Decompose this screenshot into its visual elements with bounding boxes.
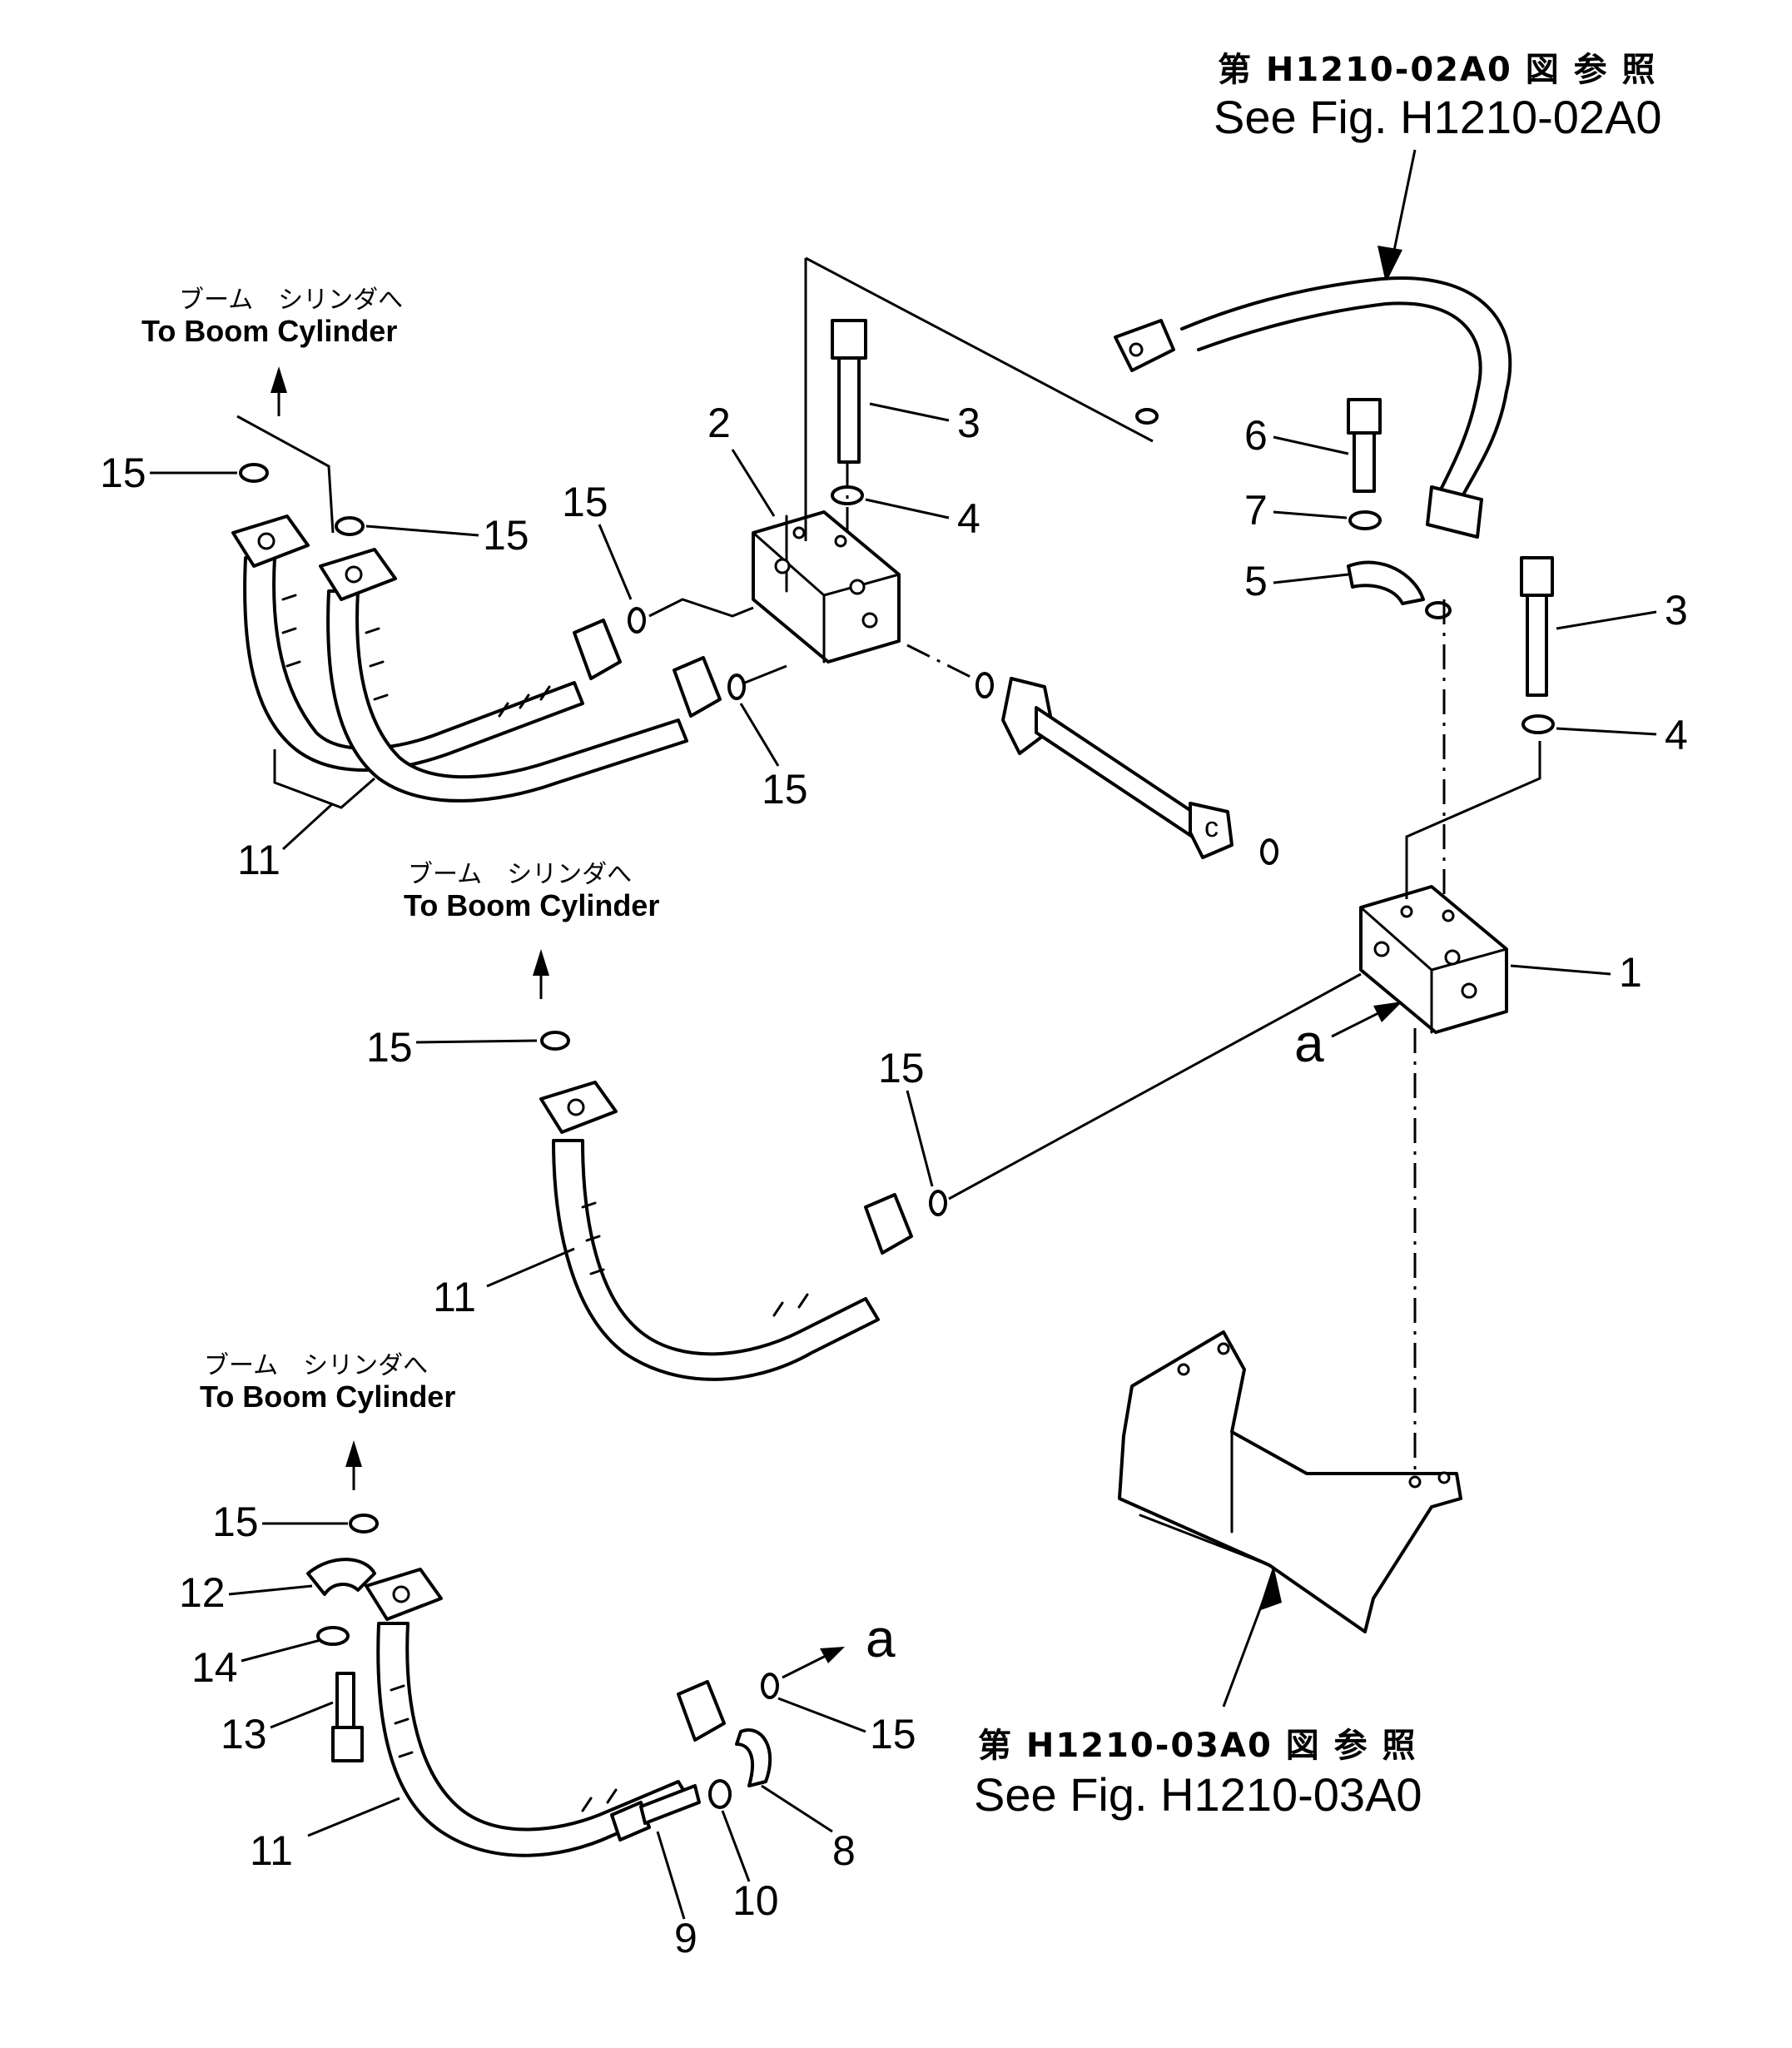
callout-15-c: 15 xyxy=(562,479,608,525)
marker-a-hose: a xyxy=(866,1608,896,1668)
callout-15-f: 15 xyxy=(878,1045,925,1091)
oring-15-c xyxy=(628,607,646,634)
cross-pipe: c xyxy=(1001,677,1234,859)
oring-top-pipe xyxy=(1425,601,1452,619)
dest-label-2-jp: ブーム シリンダへ xyxy=(408,860,632,889)
callout-11-middle: 11 xyxy=(433,1274,476,1320)
top-ref-arrowhead xyxy=(1378,246,1402,283)
oring-cross-a xyxy=(975,672,994,698)
bolt-3-right xyxy=(1520,556,1554,697)
top-ref-jp: 第 H1210-02A0 図 参 照 xyxy=(1218,51,1657,89)
clamp-8 xyxy=(735,1728,772,1787)
cover-bracket xyxy=(1118,1330,1462,1633)
oring-15-g xyxy=(349,1514,379,1534)
washer-10 xyxy=(708,1779,732,1809)
callout-3-upper: 3 xyxy=(957,400,980,446)
oring-15-h xyxy=(761,1673,779,1699)
dest-label-3-en: To Boom Cylinder xyxy=(200,1379,455,1414)
oring-15-a xyxy=(239,463,269,483)
callout-4-upper: 4 xyxy=(957,495,980,542)
callout-15-b: 15 xyxy=(483,512,529,559)
callout-11-lower: 11 xyxy=(250,1827,293,1874)
frame-pair-top xyxy=(236,415,335,534)
callout-15-g: 15 xyxy=(212,1499,259,1545)
clamp-12 xyxy=(306,1558,376,1596)
oring-15-d xyxy=(727,674,746,700)
callout-4-right: 4 xyxy=(1665,712,1688,758)
middle-to-block-line xyxy=(948,972,1362,1200)
dest-label-1-jp: ブーム シリンダへ xyxy=(179,286,403,315)
callout-15-h: 15 xyxy=(870,1711,916,1757)
dest-label-3-jp: ブーム シリンダへ xyxy=(204,1351,428,1380)
callout-5: 5 xyxy=(1244,558,1268,604)
callout-7: 7 xyxy=(1244,487,1268,534)
oring-15-b xyxy=(335,516,365,536)
hose-11-middle xyxy=(539,1081,913,1381)
callout-10: 10 xyxy=(732,1877,779,1924)
bolt-3-upper xyxy=(831,319,867,464)
callout-14: 14 xyxy=(191,1644,238,1691)
top-ref-en: See Fig. H1210-02A0 xyxy=(1214,91,1662,143)
callout-12: 12 xyxy=(179,1569,226,1616)
clamp-5 xyxy=(1347,560,1425,605)
marker-a-block: a xyxy=(1294,1013,1324,1073)
block1-frame xyxy=(1405,741,1541,899)
svg-text:c: c xyxy=(1204,812,1219,843)
dest-label-1-en: To Boom Cylinder xyxy=(141,314,397,348)
callout-3-right: 3 xyxy=(1665,587,1688,634)
callout-8: 8 xyxy=(832,1827,856,1874)
hose-11-upper-pair xyxy=(231,514,722,803)
bolt-13 xyxy=(331,1672,364,1762)
callout-15-e: 15 xyxy=(366,1024,413,1071)
callout-9: 9 xyxy=(674,1915,697,1961)
hose-11-lower xyxy=(365,1568,726,1857)
oring-cross-b xyxy=(1260,838,1278,865)
oring-15-f xyxy=(929,1190,947,1216)
dest-label-2-en: To Boom Cylinder xyxy=(404,888,659,922)
frame-diag-upper xyxy=(805,256,1154,443)
bolt-9 xyxy=(610,1784,701,1842)
bottom-ref-jp: 第 H1210-03A0 図 参 照 xyxy=(978,1727,1417,1765)
top-return-hose xyxy=(1114,276,1512,539)
callout-15-a: 15 xyxy=(100,450,146,496)
bottom-ref-en: See Fig. H1210-03A0 xyxy=(974,1768,1422,1821)
valve-block-2 xyxy=(752,510,901,664)
washer-7 xyxy=(1348,510,1382,530)
callout-6: 6 xyxy=(1244,412,1268,459)
oring-15-e xyxy=(540,1031,570,1051)
callout-1: 1 xyxy=(1619,949,1642,996)
callout-11-upper: 11 xyxy=(237,837,280,883)
oring-frame xyxy=(1135,408,1159,425)
frame-pair-bottom xyxy=(273,749,375,809)
callout-2: 2 xyxy=(707,400,731,446)
callout-15-d: 15 xyxy=(762,766,808,813)
valve-block-1 xyxy=(1359,885,1508,1034)
callout-13: 13 xyxy=(221,1711,267,1757)
washer-4-right xyxy=(1521,714,1555,734)
bolt-6 xyxy=(1347,398,1382,493)
washer-14 xyxy=(316,1626,350,1646)
